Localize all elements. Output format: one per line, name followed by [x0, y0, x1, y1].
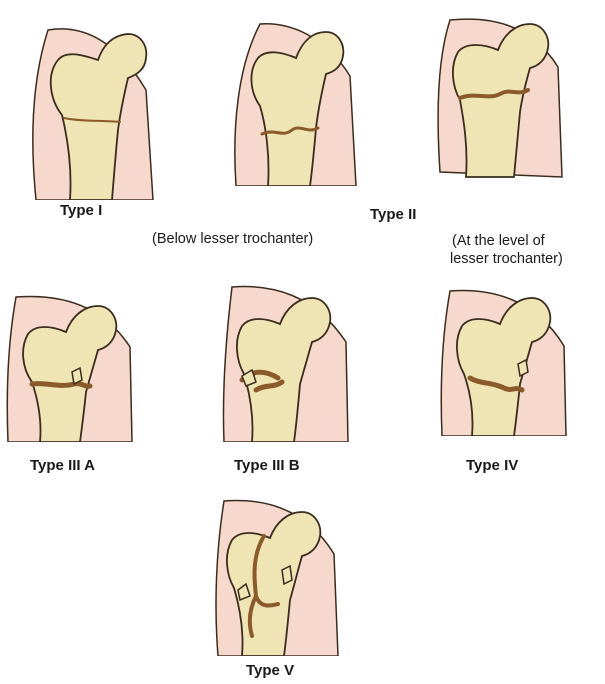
- femur-illustration-type-3b: [222, 282, 352, 442]
- femur-illustration-type-5: [214, 496, 344, 656]
- femur-illustration-type-3a: [6, 292, 136, 442]
- caption-type-3a: Type III A: [30, 457, 95, 474]
- femur-illustration-type-4: [440, 286, 570, 436]
- lesser-trochanter-fragment: [282, 566, 292, 584]
- note-type-2-at-level-line2: lesser trochanter): [450, 250, 563, 268]
- femur-illustration-type-2-below: [230, 16, 360, 186]
- caption-type-3b: Type III B: [234, 457, 300, 474]
- fracture-line: [32, 384, 90, 387]
- caption-type-1: Type I: [60, 202, 102, 219]
- femur-illustration-type-1: [28, 20, 158, 200]
- caption-type-5: Type V: [246, 662, 294, 679]
- caption-type-2: Type II: [370, 206, 416, 223]
- caption-type-4: Type IV: [466, 457, 518, 474]
- femur-illustration-type-2-at-level: [436, 12, 566, 182]
- note-type-2-at-level-line1: (At the level of: [452, 232, 545, 250]
- note-type-2-below: (Below lesser trochanter): [152, 230, 313, 248]
